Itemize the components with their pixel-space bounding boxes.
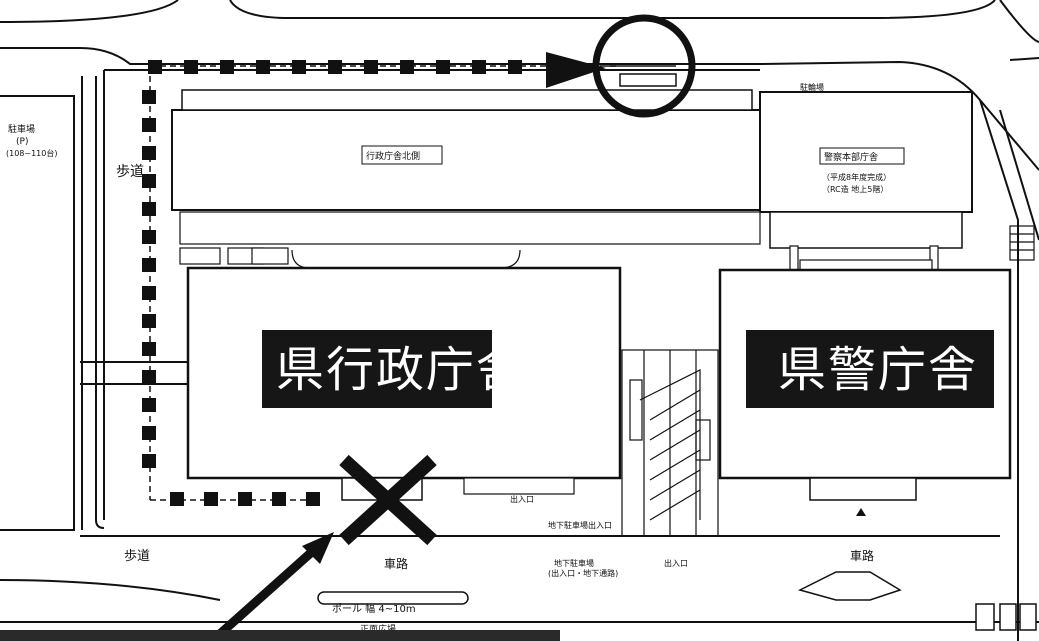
entry-triangle-icon xyxy=(856,508,866,516)
route-square xyxy=(238,492,252,506)
route-square xyxy=(508,60,522,74)
police-title: 県警庁舎 xyxy=(778,342,978,398)
route-square xyxy=(142,258,156,272)
route-square xyxy=(170,492,184,506)
north-building: 行政庁舎北側 警察本部庁舎 （平成8年度完成） （RC造 地上5階） xyxy=(171,89,973,249)
route-square xyxy=(142,342,156,356)
route-square xyxy=(292,60,306,74)
roadway-east-label: 車路 xyxy=(850,548,874,563)
central-ramp xyxy=(621,349,719,537)
route-square xyxy=(184,60,198,74)
west-note-3: (108~110台) xyxy=(6,148,57,158)
route-square xyxy=(306,492,320,506)
route-arrow-icon xyxy=(546,52,606,88)
sidewalk-south-label: 歩道 xyxy=(124,549,150,564)
circle-marker-icon xyxy=(592,14,696,118)
west-note-1: 駐車場 xyxy=(8,123,35,135)
route-square xyxy=(142,454,156,468)
entrance-note-2: 地下駐車場出入口 xyxy=(548,520,612,530)
parking-note: ポール 幅 4~10m xyxy=(332,602,416,615)
roadway-center-label: 車路 xyxy=(384,556,408,571)
route-square xyxy=(142,314,156,328)
route-square xyxy=(256,60,270,74)
west-note-2: (P) xyxy=(16,137,28,147)
route-square xyxy=(148,60,162,74)
route-square xyxy=(272,492,286,506)
annex-note-2: （RC造 地上5階） xyxy=(822,184,888,194)
route-square xyxy=(142,370,156,384)
route-square xyxy=(220,60,234,74)
x-mark-icon xyxy=(339,454,437,546)
route-square xyxy=(142,118,156,132)
facility-icons xyxy=(975,603,1037,631)
route-square xyxy=(436,60,450,74)
route-square xyxy=(142,146,156,160)
traffic-island xyxy=(797,571,902,601)
ramp-note: 出入口 xyxy=(510,494,534,504)
route-square xyxy=(142,230,156,244)
route-square xyxy=(204,492,218,506)
underground-label-1: 地下駐車場 xyxy=(554,558,594,568)
route-dashed-line xyxy=(149,65,620,501)
route-square xyxy=(142,90,156,104)
east-stairs xyxy=(1009,225,1035,261)
route-square xyxy=(328,60,342,74)
route-square xyxy=(142,202,156,216)
north-wing-sign: 行政庁舎北側 xyxy=(366,150,420,162)
route-square xyxy=(472,60,486,74)
underground-label-2: (出入口・地下通路) xyxy=(548,568,618,578)
entrance-note-1: 出入口 xyxy=(664,558,688,568)
annex-note-1: （平成8年度完成） xyxy=(822,172,891,182)
annex-sign: 警察本部庁舎 xyxy=(824,151,878,163)
route-square xyxy=(364,60,378,74)
parking-oval: ポール 幅 4~10m 正面広場 xyxy=(317,591,469,635)
scan-noise xyxy=(0,630,560,641)
route-square xyxy=(400,60,414,74)
main-admin-title: 県行政庁舎 xyxy=(276,342,526,398)
route-square xyxy=(142,286,156,300)
route-square xyxy=(142,398,156,412)
arrow-icon xyxy=(209,532,334,641)
main-admin-building: 県行政庁舎 xyxy=(186,266,622,501)
north-note: 駐輪場 xyxy=(800,82,824,92)
sidewalk-west-label: 歩道 xyxy=(116,164,144,180)
route-square xyxy=(142,174,156,188)
walking-route xyxy=(142,60,522,506)
route-square xyxy=(142,426,156,440)
police-building: 県警庁舎 xyxy=(718,268,1012,516)
